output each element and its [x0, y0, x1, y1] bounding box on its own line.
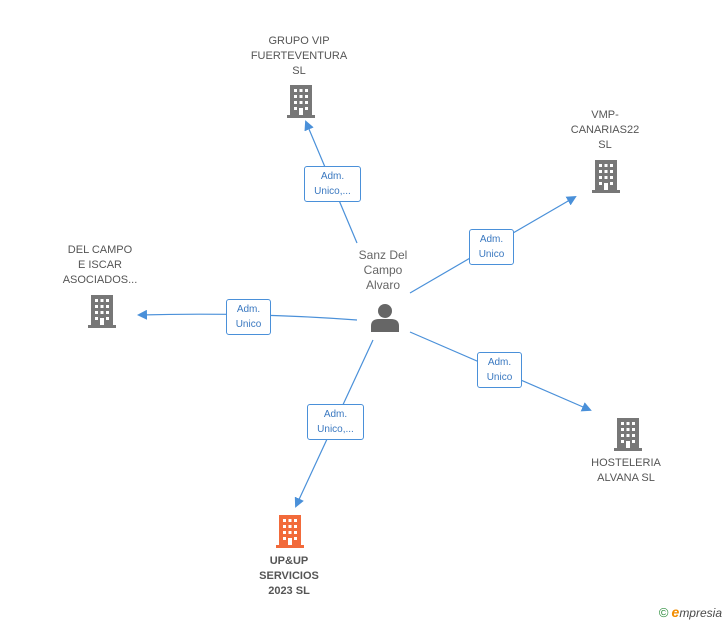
- empresia-logo: ©empresia: [659, 604, 722, 620]
- company-name-grupo-vip[interactable]: GRUPO VIP FUERTEVENTURA SL: [250, 35, 348, 77]
- building-icon[interactable]: [274, 514, 306, 548]
- copyright-symbol: ©: [658, 605, 669, 620]
- company-name-hosteleria-alvana[interactable]: HOSTELERIA ALVANA SL: [591, 457, 661, 484]
- building-icon[interactable]: [590, 159, 622, 193]
- person-name[interactable]: Sanz Del Campo Alvaro: [358, 248, 408, 292]
- relation-label-grupo-vip: Adm. Unico,...: [304, 166, 361, 202]
- brand-initial: e: [671, 604, 680, 620]
- relation-label-upup-servicios: Adm. Unico,...: [307, 404, 364, 440]
- building-icon[interactable]: [86, 294, 118, 328]
- relation-label-vmp-canarias: Adm. Unico: [469, 229, 514, 265]
- relation-label-hosteleria-alvana: Adm. Unico: [477, 352, 522, 388]
- company-name-vmp-canarias[interactable]: VMP- CANARIAS22 SL: [570, 109, 640, 151]
- brand-name: mpresia: [679, 606, 722, 620]
- relation-label-del-campo: Adm. Unico: [226, 299, 271, 335]
- person-icon[interactable]: [370, 302, 400, 332]
- building-icon[interactable]: [612, 417, 644, 451]
- company-name-del-campo[interactable]: DEL CAMPO E ISCAR ASOCIADOS...: [62, 244, 138, 286]
- building-icon[interactable]: [285, 84, 317, 118]
- company-name-upup-servicios[interactable]: UP&UP SERVICIOS 2023 SL: [259, 555, 319, 597]
